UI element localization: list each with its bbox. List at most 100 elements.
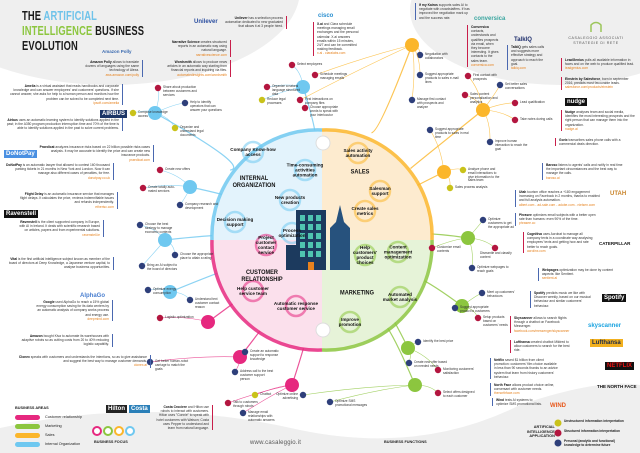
node-label[interactable]: Suggest appropriate products to sales e-…: [425, 72, 459, 84]
node-label[interactable]: Analyze phone and email interactions to …: [468, 167, 500, 183]
node-label[interactable]: Logistic optimization: [165, 315, 194, 319]
node-label[interactable]: Understand text customer contact reason: [195, 297, 220, 309]
node-label[interactable]: Schedule meetings managing emails: [320, 72, 348, 80]
function-7[interactable]: Salesman support: [369, 186, 391, 196]
node-label[interactable]: Sales process analysis: [455, 185, 488, 189]
function-12[interactable]: Help customers' product choices: [352, 245, 378, 265]
node-label[interactable]: Create an automatic support to response …: [250, 349, 279, 361]
node-label[interactable]: Meet up customers' behaviours: [487, 290, 515, 298]
footer-url[interactable]: www.casaleggio.it: [250, 440, 302, 446]
node-label[interactable]: Choose the appropriate place to attain a…: [180, 252, 214, 260]
case-company: Unilever: [234, 16, 248, 20]
node-label[interactable]: Negotiation with collaborators: [425, 52, 448, 60]
case-link[interactable]: leadgenius.com: [565, 66, 589, 71]
node-label[interactable]: Dismantle and classify content: [480, 251, 512, 259]
node-label[interactable]: Reduce legal processes: [267, 97, 286, 105]
node-label[interactable]: Create new offers: [165, 167, 191, 171]
node-label[interactable]: Identify the best price: [423, 339, 454, 343]
node-label[interactable]: Optimize energy consumption: [153, 287, 177, 295]
case-link[interactable]: ipsoft.com/amelia: [93, 100, 119, 105]
node-label[interactable]: Manage email relationships with automati…: [248, 410, 275, 422]
node-label[interactable]: Optimize SMS promotional messages: [335, 399, 368, 407]
function-10[interactable]: Help customer service team: [237, 286, 269, 296]
node-label[interactable]: Compose knowledge access: [138, 110, 168, 118]
node-label[interactable]: Customize email contents: [437, 245, 461, 253]
node-label[interactable]: Optimize online advertising: [276, 392, 298, 400]
node-label[interactable]: First contact with prospects: [473, 73, 497, 81]
case-link[interactable]: praedicat.com: [129, 157, 150, 162]
company-logo: skyscanner: [588, 323, 622, 329]
case-link[interactable]: salesforce.com/products/einstein: [565, 85, 614, 90]
case-link[interactable]: conversica.com: [471, 62, 494, 67]
node-label[interactable]: Manage first contact with prospects and …: [417, 97, 446, 109]
node-label[interactable]: Optimize customers to get the appropriat…: [488, 217, 514, 229]
node-label[interactable]: Setup products based on customers' needs: [483, 315, 508, 327]
node-connector: [329, 384, 416, 403]
node-label[interactable]: Select employees: [297, 62, 323, 66]
node-label[interactable]: Create totally auto-mated services: [148, 185, 175, 193]
case-link[interactable]: narrativescience.com: [195, 52, 227, 57]
case-link[interactable]: talkiq.com: [511, 66, 526, 71]
function-4[interactable]: Decision making support: [216, 217, 254, 227]
node-label[interactable]: Choose the best strategy to manage econo…: [145, 222, 173, 234]
node-label[interactable]: Organize a natural language structured d…: [272, 84, 301, 96]
node-label[interactable]: Improve human interaction to reach the g…: [495, 139, 528, 151]
focus-ring-icon: [103, 426, 113, 436]
function-13[interactable]: Content management optimization: [383, 244, 413, 260]
node-label[interactable]: Get better human-robot carriage to match…: [155, 359, 189, 371]
node-label[interactable]: Create new offer based on needed needs: [414, 360, 448, 368]
node-label[interactable]: Suggest appropriate products to sales in…: [435, 127, 469, 139]
case-link[interactable]: aws.amazon.com/polly: [105, 72, 139, 77]
case-link[interactable]: etherisc.com: [95, 204, 114, 209]
function-14[interactable]: Automated market analysis: [382, 292, 418, 302]
case-link[interactable]: phrasee.co: [519, 221, 536, 226]
node-label[interactable]: Organize and understand legal documents: [180, 125, 204, 137]
node-label[interactable]: Select offers designed to each customer: [443, 390, 475, 398]
case-company: Nudge: [565, 110, 576, 114]
node-connector: [159, 169, 191, 188]
case-link[interactable]: donotpay.co.uk: [87, 175, 110, 180]
function-1[interactable]: Company Know-how access: [230, 147, 276, 157]
function-9[interactable]: Project customer contact service: [255, 235, 277, 255]
case-link[interactable]: x.ai - claralabs.com: [317, 51, 346, 56]
function-11[interactable]: Automatic response customer service: [273, 301, 319, 311]
node-label[interactable]: Sales content personalization and analyt…: [470, 92, 498, 104]
node-label[interactable]: Help to identify operators that can answ…: [190, 100, 222, 112]
node-label[interactable]: Address call to the best customer suppor…: [240, 369, 274, 381]
case-link[interactable]: acrolinx.com: [527, 248, 546, 253]
case-link[interactable]: sentient.ai: [542, 276, 558, 281]
function-8[interactable]: Create sales metrics: [351, 206, 379, 216]
case-company: Utah: [519, 190, 527, 194]
case-link[interactable]: albert.com - ad-sale.com - adobe.com - n…: [519, 202, 596, 207]
node-label[interactable]: Share about production between customers…: [163, 85, 197, 97]
function-2[interactable]: Time-consuming activities automation: [286, 162, 324, 178]
function-5[interactable]: Process optimization: [278, 228, 306, 238]
case-link[interactable]: nudge.ai: [565, 126, 578, 131]
node-label[interactable]: Set better sales conversations: [505, 82, 528, 90]
node-label[interactable]: Optimize webpages to reach goals: [477, 265, 509, 273]
case-link[interactable]: ravenstell.ie: [82, 232, 100, 237]
node-label[interactable]: Talk to customers through robots: [233, 400, 258, 408]
case-link[interactable]: automatedinsights.com/wordsmith: [177, 72, 227, 77]
function-6[interactable]: Sales activity automation: [343, 148, 373, 158]
node-label[interactable]: First interactions on company files: [305, 97, 333, 105]
node-label[interactable]: Choose appropriate words to speak with y…: [310, 105, 338, 117]
case-company: LeadGenius: [565, 58, 584, 62]
function-3[interactable]: New products creation: [274, 195, 306, 205]
node-label[interactable]: Chatbot: [260, 392, 272, 396]
case-link[interactable]: facebook.com/messenger/skyscanner: [514, 328, 570, 333]
node-label[interactable]: Suggest appropriate product to customers: [460, 305, 490, 313]
node-label[interactable]: Company research and development: [185, 202, 219, 210]
unstructured-node-icon: [459, 166, 467, 174]
node-label[interactable]: Lead qualification: [520, 100, 545, 104]
case-link[interactable]: baroso.ai: [546, 175, 560, 180]
case-link[interactable]: clonex.ai: [133, 363, 147, 368]
case-company: DoNotPay: [6, 163, 22, 167]
case-link[interactable]: deepmind.com: [87, 316, 109, 321]
case-company: Flight Delay: [24, 192, 44, 196]
function-15[interactable]: Improve promotion: [338, 317, 362, 327]
node-label[interactable]: Take notes during calls: [520, 117, 553, 121]
node-label[interactable]: Bring an AI subject to the board of dire…: [147, 263, 178, 271]
node-label[interactable]: Monitoring customers' satisfaction: [443, 367, 475, 375]
case-link[interactable]: thenorthface.com: [494, 391, 520, 396]
